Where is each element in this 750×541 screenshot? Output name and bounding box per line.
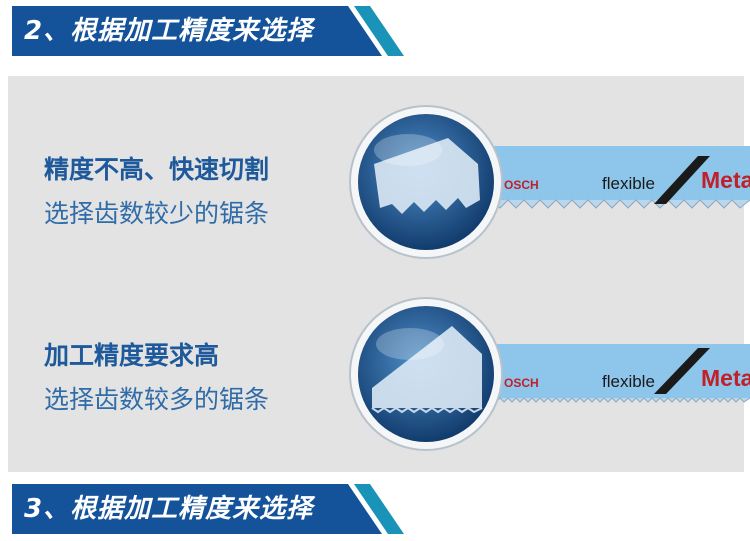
blade-label: flexible [602, 174, 655, 193]
section-banner-3: 3、根据加工精度来选择 [12, 484, 412, 534]
saw-blade-coarse: OSCH flexible Meta [492, 146, 750, 212]
option-detail: 选择齿数较多的锯条 [44, 385, 270, 414]
option-heading: 加工精度要求高 [44, 341, 220, 370]
option-detail: 选择齿数较少的锯条 [44, 199, 270, 228]
section-title: 2、根据加工精度来选择 [24, 16, 314, 46]
blade-shape [492, 344, 750, 403]
banner-background [12, 6, 404, 56]
blade-tag: Meta [701, 365, 750, 391]
option-heading: 精度不高、快速切割 [44, 155, 270, 184]
magnifier-lens-coarse-teeth [349, 105, 503, 259]
blade-label: flexible [602, 372, 655, 391]
saw-blade-fine: OSCH flexible Meta [492, 344, 750, 410]
banner-background [12, 484, 404, 534]
section-title: 3、根据加工精度来选择 [24, 494, 314, 524]
magnifier-lens-fine-teeth [349, 297, 503, 451]
blade-tag: Meta [701, 167, 750, 193]
section-banner-2: 2、根据加工精度来选择 [12, 6, 412, 56]
blade-brand: OSCH [504, 376, 539, 390]
blade-shape [492, 146, 750, 209]
option-fast-cut: 精度不高、快速切割 选择齿数较少的锯条 [44, 150, 269, 230]
blade-brand: OSCH [504, 178, 539, 192]
option-high-precision: 加工精度要求高 选择齿数较多的锯条 [44, 336, 269, 416]
